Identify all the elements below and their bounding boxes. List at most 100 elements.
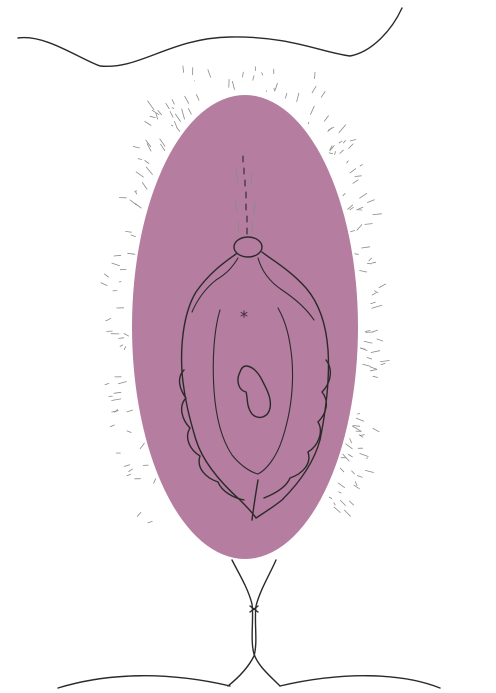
hair-stroke	[185, 96, 189, 103]
hair-stroke	[346, 444, 353, 449]
hair-stroke	[373, 428, 379, 431]
hair-stroke	[357, 207, 363, 210]
hair-stroke	[133, 147, 139, 148]
hair-stroke	[365, 331, 370, 332]
hair-stroke	[274, 88, 275, 91]
hair-stroke	[353, 426, 360, 427]
hair-stroke	[360, 165, 362, 166]
hair-stroke	[262, 73, 263, 75]
hair-stroke	[148, 101, 154, 110]
hair-stroke	[350, 207, 354, 210]
hair-stroke	[370, 370, 376, 371]
hair-stroke	[368, 200, 375, 203]
hair-stroke	[196, 95, 199, 101]
hair-stroke	[138, 159, 141, 160]
hair-stroke	[104, 274, 108, 277]
hair-stroke	[126, 231, 132, 232]
hair-stroke	[363, 364, 371, 366]
hair-stroke	[166, 103, 169, 108]
hair-stroke	[142, 182, 147, 189]
hair-stroke	[360, 435, 364, 436]
hair-stroke	[358, 414, 360, 415]
hair-stroke	[362, 247, 370, 248]
hair-stroke	[174, 122, 177, 128]
hair-stroke	[176, 114, 181, 121]
hair-stroke	[154, 479, 156, 484]
hair-stroke	[208, 70, 211, 78]
hair-stroke	[160, 139, 165, 146]
hair-stroke	[357, 225, 362, 231]
hair-stroke	[329, 497, 331, 498]
hair-stroke	[354, 485, 359, 489]
hair-stroke	[355, 176, 361, 177]
hair-stroke	[101, 283, 107, 286]
hair-stroke	[339, 492, 341, 493]
hair-stroke	[118, 382, 126, 384]
hair-stroke	[124, 465, 130, 467]
hair-stroke	[350, 439, 352, 443]
hair-stroke	[106, 318, 111, 321]
hair-stroke	[377, 339, 383, 341]
hair-stroke	[335, 152, 336, 155]
hair-stroke	[128, 253, 135, 254]
hair-stroke	[366, 470, 374, 472]
hair-stroke	[171, 125, 172, 126]
hair-stroke	[360, 193, 367, 198]
hair-stroke	[372, 262, 376, 263]
hair-stroke	[344, 141, 346, 143]
hair-stroke	[172, 108, 174, 109]
hair-stroke	[339, 125, 346, 133]
hair-stroke	[145, 122, 151, 126]
hair-stroke	[232, 81, 234, 89]
top-contour-line	[18, 8, 402, 66]
hair-stroke	[343, 193, 345, 195]
hair-stroke	[361, 348, 367, 351]
hair-stroke	[356, 418, 363, 421]
hair-stroke	[253, 76, 254, 81]
hair-stroke	[119, 338, 124, 339]
hair-stroke	[312, 86, 316, 92]
hair-stroke	[148, 521, 152, 523]
hair-stroke	[349, 144, 353, 149]
hair-stroke	[367, 358, 372, 360]
hair-stroke	[369, 258, 372, 261]
hair-stroke	[145, 161, 149, 164]
hair-stroke	[353, 180, 358, 184]
hair-stroke	[321, 91, 325, 97]
hair-stroke	[188, 109, 191, 115]
hair-stroke	[329, 127, 334, 130]
hair-stroke	[127, 474, 131, 476]
hair-stroke	[150, 116, 155, 117]
hair-stroke	[372, 330, 377, 332]
hair-stroke	[146, 167, 152, 174]
hair-stroke	[131, 235, 135, 237]
hair-stroke	[127, 431, 131, 433]
hair-stroke	[373, 214, 382, 215]
hair-stroke	[381, 361, 390, 362]
hair-stroke	[350, 169, 356, 173]
hair-stroke	[379, 284, 386, 288]
hair-stroke	[344, 510, 350, 516]
left-lower-contour	[58, 676, 230, 688]
hair-stroke	[120, 345, 123, 347]
hair-stroke	[114, 255, 121, 256]
hair-stroke	[338, 483, 344, 488]
hair-stroke	[156, 113, 158, 119]
hair-stroke	[124, 334, 129, 337]
hair-stroke	[183, 66, 184, 73]
hair-stroke	[297, 93, 299, 102]
hair-stroke	[177, 128, 180, 132]
hair-stroke	[324, 116, 328, 121]
hair-stroke	[365, 224, 372, 225]
hair-stroke	[381, 363, 385, 364]
hair-stroke	[364, 341, 372, 343]
hair-stroke	[350, 140, 356, 142]
hair-stroke	[105, 383, 109, 384]
hair-stroke	[360, 454, 368, 457]
hair-stroke	[357, 476, 362, 478]
hair-stroke	[352, 471, 355, 474]
hair-stroke	[370, 367, 376, 369]
hair-stroke	[334, 507, 340, 512]
hair-stroke	[340, 150, 344, 153]
